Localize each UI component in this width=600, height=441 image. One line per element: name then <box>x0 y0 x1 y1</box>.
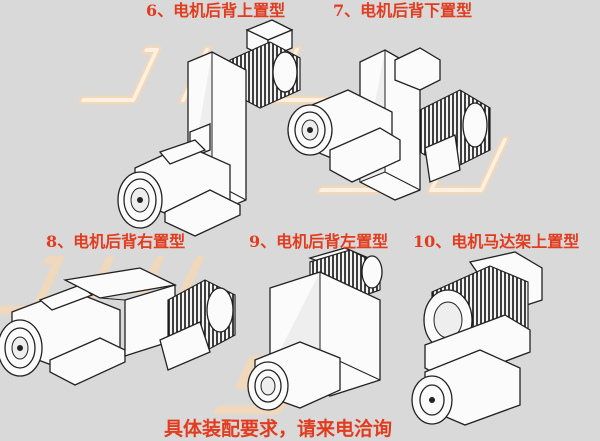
drawing-motor-back-top <box>117 19 301 237</box>
spindle-9 <box>247 341 341 411</box>
spindle-6 <box>117 139 241 237</box>
footer-note: 具体装配要求，请来电洽询 <box>164 418 393 440</box>
label-item-6: 6、电机后背上置型 <box>146 1 286 20</box>
drawing-motor-back-right <box>0 267 236 386</box>
spindle-8 <box>0 284 126 386</box>
drawing-motor-back-bottom <box>287 47 491 201</box>
motor-7 <box>419 89 491 183</box>
label-item-7: 7、电机后背下置型 <box>333 1 473 20</box>
label-item-10: 10、电机马达架上置型 <box>413 232 580 251</box>
motor-8 <box>159 279 236 371</box>
drawing-motor-frame-top <box>411 251 543 426</box>
spindle-7 <box>287 89 401 183</box>
drawing-motor-back-left <box>247 247 383 411</box>
label-item-8: 8、电机后背右置型 <box>46 232 186 251</box>
label-item-9: 9、电机后背左置型 <box>249 232 389 251</box>
motor-6 <box>229 19 301 109</box>
spindle-10 <box>411 349 521 426</box>
